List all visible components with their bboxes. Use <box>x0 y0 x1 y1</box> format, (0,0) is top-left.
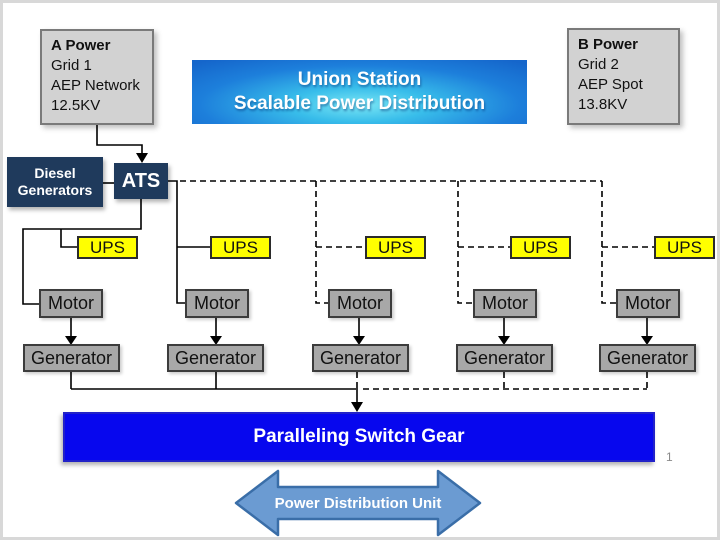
motor-label: Motor <box>193 293 240 313</box>
b-power-network: AEP Spot <box>578 76 643 93</box>
ups-label: UPS <box>523 237 558 257</box>
ups-box-3: UPS <box>365 236 426 259</box>
a-power-box: A Power Grid 1 AEP Network 12.5KV <box>40 29 154 125</box>
double-arrow-shape <box>234 469 482 537</box>
motor-label: Motor <box>47 293 94 313</box>
motor-box-4: Motor <box>473 289 537 318</box>
ups-box-2: UPS <box>210 236 271 259</box>
ups-box-5: UPS <box>654 236 715 259</box>
pdu-label: Power Distribution Unit <box>274 494 442 512</box>
ups-label: UPS <box>667 237 702 257</box>
generator-box-4: Generator <box>456 344 553 372</box>
page-number: 1 <box>666 450 673 464</box>
b-power-title: B Power <box>578 36 639 53</box>
a-power-network: AEP Network <box>51 77 140 94</box>
motor-label: Motor <box>624 293 671 313</box>
diesel-line2: Generators <box>17 182 93 198</box>
b-power-grid: Grid 2 <box>578 56 619 73</box>
generator-box-2: Generator <box>167 344 264 372</box>
slide-title-line1: Union Station <box>297 69 422 90</box>
motor-box-5: Motor <box>616 289 680 318</box>
motor-box-3: Motor <box>328 289 392 318</box>
generator-label: Generator <box>606 347 689 368</box>
diesel-generators-box: Diesel Generators <box>7 157 103 207</box>
motor-box-2: Motor <box>185 289 249 318</box>
motor-box-1: Motor <box>39 289 103 318</box>
b-power-box: B Power Grid 2 AEP Spot 13.8KV <box>567 28 680 125</box>
ups-label: UPS <box>223 237 258 257</box>
generator-box-5: Generator <box>599 344 696 372</box>
power-distribution-unit-arrow: Power Distribution Unit <box>230 466 486 540</box>
slide-title-line2: Scalable Power Distribution <box>233 93 486 114</box>
slide-title: Union Station Scalable Power Distributio… <box>192 60 527 124</box>
ups-label: UPS <box>90 237 125 257</box>
a-power-title: A Power <box>51 37 111 54</box>
motor-label: Motor <box>481 293 528 313</box>
dashed-connectors <box>180 180 654 390</box>
switch-gear-label: Paralleling Switch Gear <box>253 426 465 447</box>
ups-box-4: UPS <box>510 236 571 259</box>
solid-connectors <box>22 125 648 403</box>
b-power-voltage: 13.8KV <box>578 96 628 113</box>
motor-label: Motor <box>336 293 383 313</box>
generator-label: Generator <box>319 347 402 368</box>
paralleling-switch-gear-bar: Paralleling Switch Gear <box>63 412 655 462</box>
diesel-line1: Diesel <box>34 165 76 181</box>
a-power-grid: Grid 1 <box>51 57 92 74</box>
arrowheads <box>65 153 653 412</box>
ups-box-1: UPS <box>77 236 138 259</box>
ats-box: ATS <box>114 163 168 199</box>
generator-label: Generator <box>174 347 257 368</box>
a-power-voltage: 12.5KV <box>51 97 101 114</box>
ats-label: ATS <box>121 169 161 192</box>
ups-label: UPS <box>378 237 413 257</box>
generator-label: Generator <box>30 347 113 368</box>
generator-box-1: Generator <box>23 344 120 372</box>
generator-label: Generator <box>463 347 546 368</box>
generator-box-3: Generator <box>312 344 409 372</box>
